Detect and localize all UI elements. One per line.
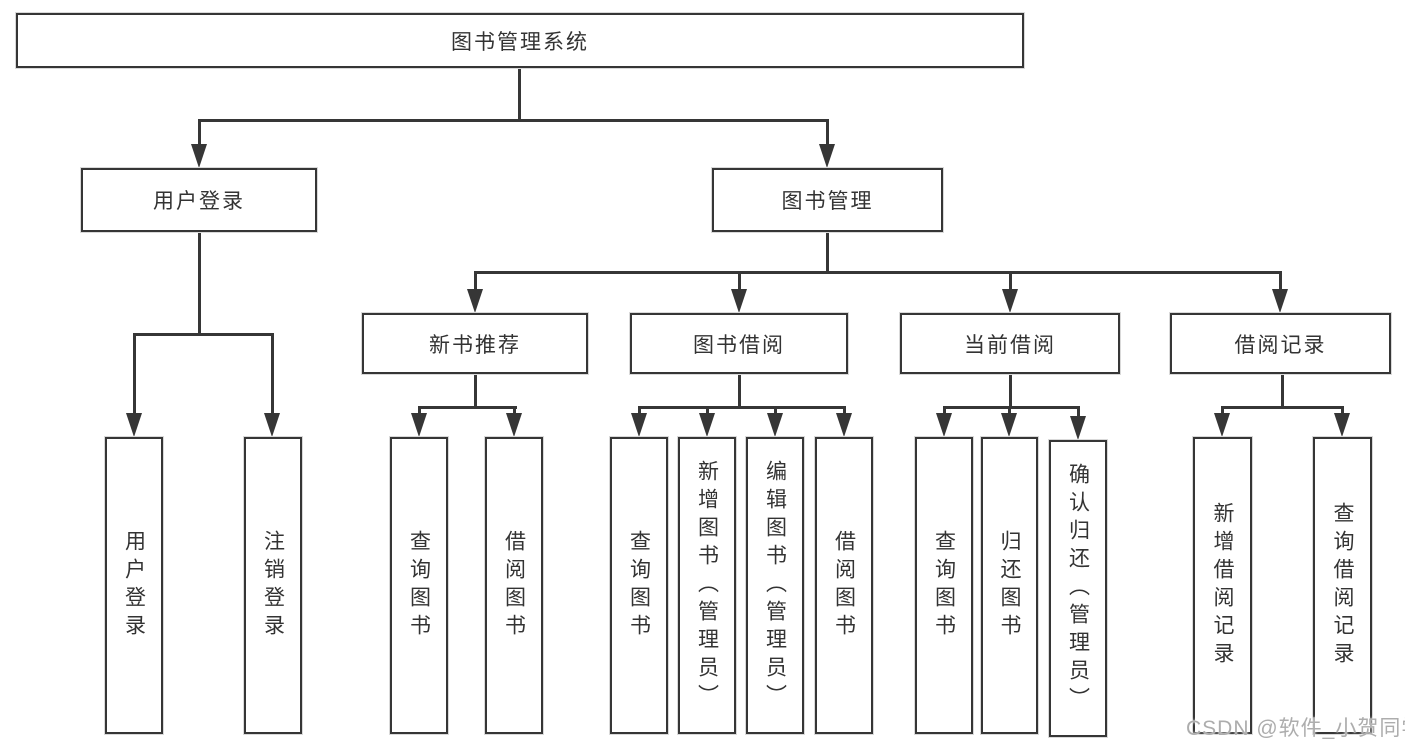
connector-hline: [198, 119, 829, 122]
arrow-down-icon: [191, 144, 207, 168]
node-book-borrow: 图书借阅: [630, 313, 848, 374]
leaf-query-books-3: 查询图书: [915, 437, 973, 734]
arrow-down-icon: [411, 413, 427, 437]
leaf-query-books-1: 查询图书: [390, 437, 448, 734]
connector-stem: [271, 333, 274, 415]
connector-stem: [1341, 406, 1344, 416]
leaf-logout: 注销登录: [244, 437, 302, 734]
leaf-label: 注销登录: [261, 529, 285, 642]
connector-stem: [1009, 271, 1012, 293]
arrow-down-icon: [506, 413, 522, 437]
connector-vline: [738, 374, 741, 409]
connector-stem: [133, 333, 136, 415]
node-book-management-label: 图书管理: [781, 190, 874, 213]
connector-stem: [418, 406, 421, 416]
arrow-down-icon: [836, 413, 852, 437]
leaf-label: 归还图书: [998, 529, 1021, 642]
arrow-down-icon: [1070, 416, 1086, 440]
leaf-label: 确认归还（管理员）: [1066, 462, 1090, 715]
connector-stem: [198, 119, 201, 147]
leaf-label: 查询图书: [932, 529, 956, 642]
node-root: 图书管理系统: [16, 13, 1024, 68]
connector-vline: [1009, 374, 1012, 409]
leaf-add-borrow-record: 新增借阅记录: [1193, 437, 1252, 734]
leaf-confirm-return-admin: 确认归还（管理员）: [1049, 440, 1107, 737]
leaf-add-books-admin: 新增图书（管理员）: [678, 437, 736, 734]
connector-hline: [418, 406, 517, 409]
connector-stem: [706, 406, 709, 416]
connector-vline: [474, 374, 477, 409]
connector-vline: [518, 66, 521, 122]
arrow-down-icon: [699, 413, 715, 437]
connector-vline: [826, 232, 829, 274]
leaf-user-login: 用户登录: [105, 437, 163, 734]
node-book-borrow-label: 图书借阅: [693, 333, 785, 357]
leaf-label: 借阅图书: [832, 529, 856, 642]
arrow-down-icon: [1002, 289, 1018, 313]
connector-vline: [198, 232, 201, 336]
arrow-down-icon: [731, 289, 747, 313]
arrow-down-icon: [936, 413, 952, 437]
connector-hline: [133, 333, 274, 336]
arrow-down-icon: [1001, 413, 1017, 437]
connector-hline: [638, 406, 846, 409]
leaf-label: 查询图书: [627, 529, 651, 642]
arrow-down-icon: [631, 413, 647, 437]
leaf-label: 新增借阅记录: [1211, 501, 1234, 670]
connector-stem: [774, 406, 777, 416]
leaf-query-books-2: 查询图书: [610, 437, 668, 734]
arrow-down-icon: [126, 413, 142, 437]
connector-stem: [738, 271, 741, 293]
connector-stem: [826, 119, 829, 147]
leaf-query-borrow-record: 查询借阅记录: [1313, 437, 1372, 734]
node-current-borrow-label: 当前借阅: [964, 333, 1056, 357]
node-new-book-recommend-label: 新书推荐: [429, 333, 521, 357]
node-current-borrow: 当前借阅: [900, 313, 1120, 374]
node-book-management: 图书管理: [712, 168, 943, 232]
arrow-down-icon: [467, 289, 483, 313]
connector-stem: [1008, 406, 1011, 416]
leaf-borrow-books-1: 借阅图书: [485, 437, 543, 734]
leaf-label: 查询图书: [407, 529, 431, 642]
node-borrow-record: 借阅记录: [1170, 313, 1391, 374]
arrow-down-icon: [264, 413, 280, 437]
leaf-label: 新增图书（管理员）: [695, 459, 719, 712]
arrow-down-icon: [819, 144, 835, 168]
connector-stem: [843, 406, 846, 416]
node-borrow-record-label: 借阅记录: [1234, 333, 1327, 357]
node-new-book-recommend: 新书推荐: [362, 313, 588, 374]
connector-hline: [943, 406, 1080, 409]
arrow-down-icon: [1334, 413, 1350, 437]
connector-stem: [1221, 406, 1224, 416]
connector-hline: [474, 271, 1282, 274]
arrow-down-icon: [1272, 289, 1288, 313]
arrow-down-icon: [767, 413, 783, 437]
arrow-down-icon: [1214, 413, 1230, 437]
connector-stem: [1077, 406, 1080, 418]
connector-stem: [474, 271, 477, 293]
node-user-login: 用户登录: [81, 168, 317, 232]
leaf-edit-books-admin: 编辑图书（管理员）: [746, 437, 804, 734]
connector-vline: [1281, 374, 1284, 409]
connector-hline: [1221, 406, 1344, 409]
connector-stem: [513, 406, 516, 416]
leaf-label: 用户登录: [122, 529, 146, 642]
leaf-borrow-books-2: 借阅图书: [815, 437, 873, 734]
connector-stem: [1279, 271, 1282, 293]
leaf-label: 编辑图书（管理员）: [763, 459, 787, 712]
connector-stem: [943, 406, 946, 416]
leaf-label: 查询借阅记录: [1331, 501, 1354, 670]
node-root-label: 图书管理系统: [451, 30, 589, 54]
leaf-return-books: 归还图书: [981, 437, 1038, 734]
connector-stem: [638, 406, 641, 416]
leaf-label: 借阅图书: [502, 529, 526, 642]
node-user-login-label: 用户登录: [153, 190, 245, 213]
csdn-watermark: CSDN @软件_小贺同学: [1186, 717, 1405, 740]
